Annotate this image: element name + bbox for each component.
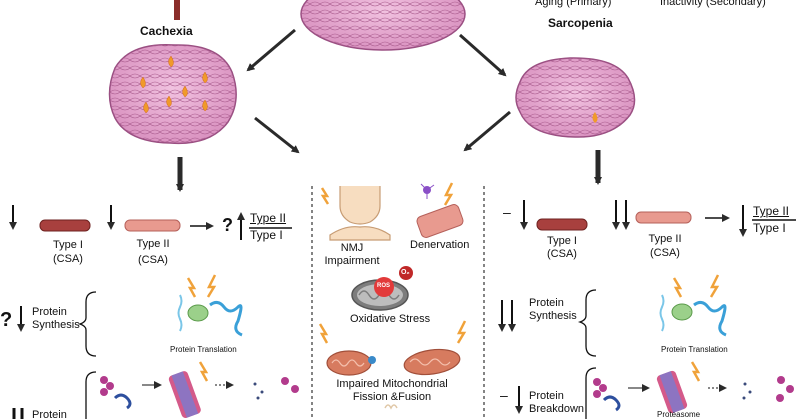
sarcopenia-breakdown-brace — [585, 367, 597, 419]
cachexia-synthesis-question: ? — [0, 309, 13, 331]
cachexia-type1-fiber — [39, 219, 91, 232]
cachexia-ratio-question: ? — [222, 215, 233, 235]
cachexia-ratio-bottom: Type I — [250, 228, 283, 242]
oxidative-label: Oxidative Stress — [350, 313, 431, 325]
sarcopenia-type2-label: Type II — [648, 233, 682, 245]
cachexia-ratio-top: Type II — [250, 211, 287, 225]
cachexia-breakdown-label: Protein Breakdown — [32, 409, 67, 419]
sarcopenia-breakdown-icons — [593, 361, 794, 414]
cachexia-translation-icon — [177, 274, 243, 337]
cachexia-type1-sub: (CSA) — [53, 253, 83, 265]
sarcopenia-ratio-top: Type II — [753, 204, 790, 218]
sarcopenia-breakdown-label: Protein Breakdown — [529, 390, 585, 416]
sarcopenia-translation-label: Protein Translation — [661, 345, 728, 354]
sarcopenia-muscle-icon — [515, 57, 636, 138]
cachexia-type2-fiber — [124, 219, 181, 232]
cachexia-type2-label: Type II — [136, 238, 170, 250]
cachexia-breakdown-icons — [100, 361, 299, 418]
cachexia-flames — [140, 55, 208, 114]
ros-label: ROS — [377, 283, 391, 289]
sarcopenia-type1-label: Type I — [547, 235, 577, 247]
cachexia-muscle-icon — [108, 43, 237, 145]
cachexia-type1-label: Type I — [53, 239, 83, 251]
sarcopenia-type1-sub: (CSA) — [547, 248, 577, 260]
denervation-icon — [416, 182, 464, 238]
denervation-label: Denervation — [410, 239, 470, 251]
sarcopenia-type2-sub: (CSA) — [650, 247, 680, 259]
sarcopenia-ratio-bottom: Type I — [753, 221, 786, 235]
arrow-cachexia-to-center — [254, 116, 300, 154]
sarcopenia-type1-fiber — [536, 218, 588, 231]
nmj-icon — [320, 186, 391, 241]
central-muscle-icon — [300, 0, 466, 51]
cachexia-synthesis-label: Protein Synthesis — [32, 306, 80, 332]
sarcopenia-synthesis-label: Protein Synthesis — [529, 297, 577, 323]
arrow-to-cachexia — [246, 28, 296, 72]
arrow-to-sarcopenia — [459, 33, 507, 77]
sarcopenia-title: Sarcopenia — [548, 16, 613, 30]
sarcopenia-type1-dash: – — [503, 204, 511, 220]
sarcopenia-translation-icon — [659, 274, 727, 337]
arrow-sarcopenia-to-center — [463, 110, 511, 152]
sarcopenia-synthesis-brace — [577, 289, 597, 357]
cachexia-synthesis-brace — [77, 291, 97, 357]
nmj-label: NMJ Impairment — [324, 242, 380, 267]
mito-label: Impaired Mitochondrial Fission &Fusion — [336, 378, 448, 404]
aging-label: Aging (Primary) — [535, 0, 612, 8]
cachexia-translation-label: Protein Translation — [170, 345, 237, 354]
sarcopenia-breakdown-dash: – — [500, 387, 508, 403]
cachexia-title: Cachexia — [140, 24, 193, 38]
cachexia-type2-sub: (CSA) — [138, 254, 168, 266]
sarcopenia-type2-fiber — [635, 211, 692, 224]
oxidative-icon — [351, 266, 413, 311]
o2-label: O₂ — [401, 269, 410, 276]
sarcopenia-proteasome-label: Proteasome — [657, 410, 701, 419]
top-fiber-strand — [174, 0, 180, 20]
mitochondria-icon — [318, 320, 467, 410]
cachexia-breakdown-brace — [85, 371, 97, 419]
inactivity-label: Inactivity (Secondary) — [660, 0, 766, 8]
